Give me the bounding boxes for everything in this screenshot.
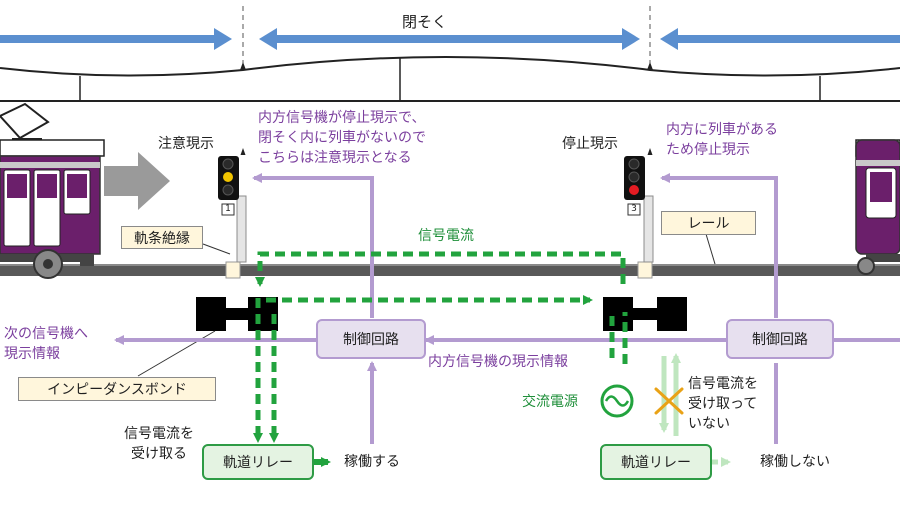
train-right bbox=[855, 139, 900, 275]
signal-right bbox=[624, 148, 654, 263]
impedance-bond-label: インピーダンスボンド bbox=[18, 377, 216, 401]
impedance-bond-left bbox=[137, 297, 278, 377]
signal-left bbox=[218, 148, 247, 263]
control-circuit-right: 制御回路 bbox=[726, 319, 834, 359]
operating-label: 稼働する bbox=[344, 454, 400, 470]
right-signal-aspect: 停止現示 bbox=[562, 136, 618, 152]
not-operating-label: 稼働しない bbox=[760, 454, 830, 470]
signal-current-label: 信号電流 bbox=[418, 228, 474, 244]
right-signal-number: 3 bbox=[631, 204, 637, 214]
block-extent-arrows bbox=[0, 6, 900, 64]
left-signal-number: 1 bbox=[225, 204, 231, 214]
signal-current-loop bbox=[253, 251, 628, 443]
control-lines bbox=[114, 173, 900, 444]
next-signal-info-label: 次の信号機へ 現示情報 bbox=[4, 326, 88, 362]
left-signal-explanation: 内方信号機が停止現示で、 閉そく内に列車がないので こちらは注意現示となる bbox=[258, 110, 426, 166]
ac-source-label: 交流電源 bbox=[522, 394, 578, 410]
rail-label: レール bbox=[661, 211, 756, 235]
left-signal-aspect: 注意現示 bbox=[158, 136, 214, 152]
rail-track bbox=[0, 233, 900, 279]
impedance-bond-right bbox=[603, 297, 687, 331]
not-receive-current-label: 信号電流を 受け取って いない bbox=[688, 376, 758, 432]
control-circuit-left: 制御回路 bbox=[316, 319, 426, 359]
block-label: 閉そく bbox=[402, 13, 448, 31]
inner-signal-info-label: 内方信号機の現示情報 bbox=[428, 354, 568, 370]
track-relay-right: 軌道リレー bbox=[600, 444, 712, 480]
overhead-catenary bbox=[0, 56, 900, 102]
rail-insulation-label: 軌条絶縁 bbox=[121, 226, 203, 249]
train-left bbox=[0, 102, 105, 279]
receive-current-label: 信号電流を 受け取る bbox=[124, 426, 194, 462]
ac-source-icon bbox=[600, 384, 634, 418]
cross-mark-icon bbox=[654, 387, 684, 415]
travel-direction-arrow bbox=[104, 152, 170, 210]
track-relay-left: 軌道リレー bbox=[202, 444, 314, 480]
right-signal-explanation: 内方に列車がある ため停止現示 bbox=[666, 122, 778, 158]
